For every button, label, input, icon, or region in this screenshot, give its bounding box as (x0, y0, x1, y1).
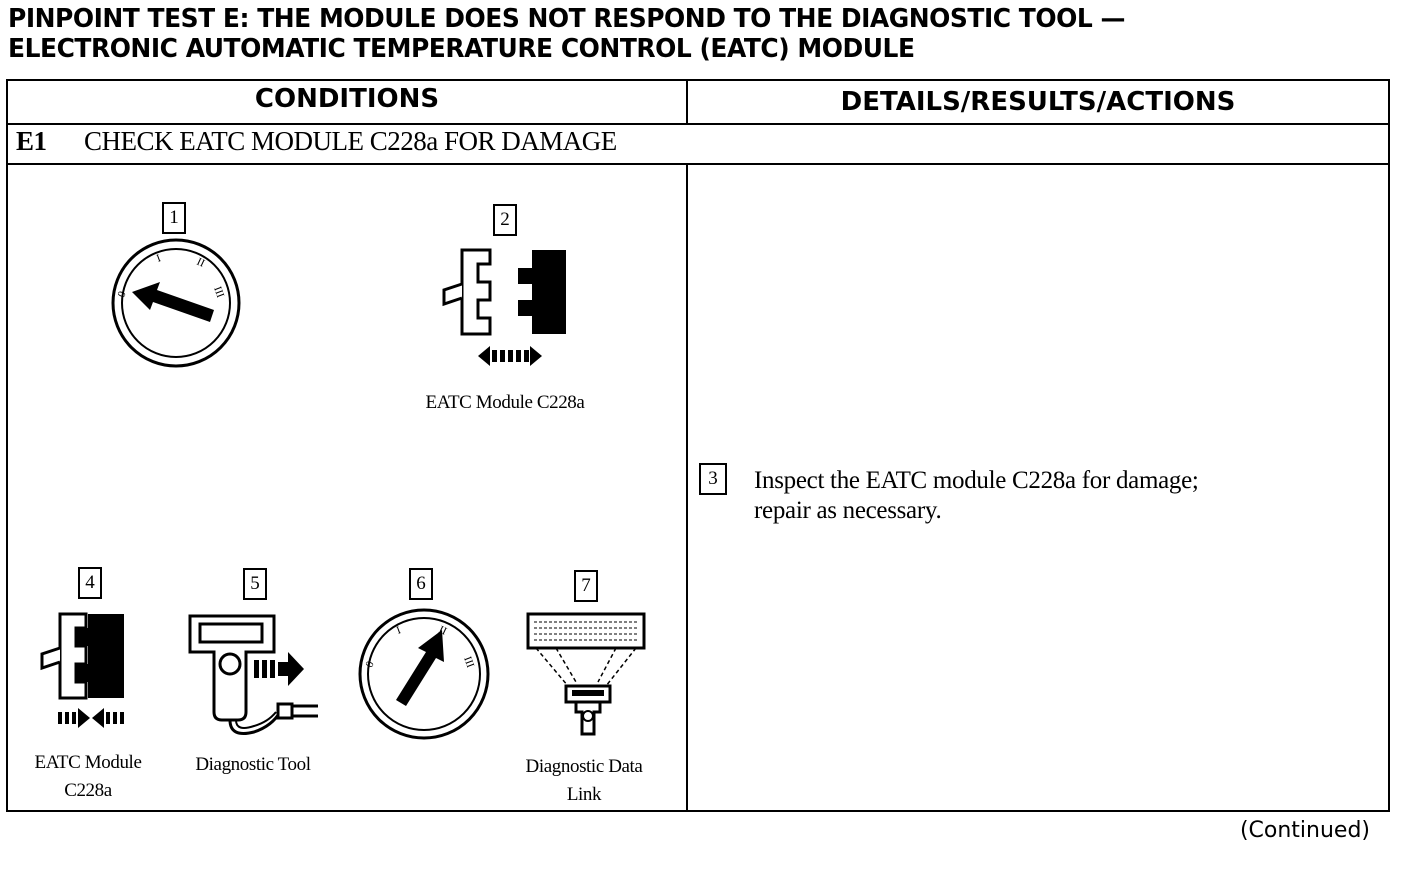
dial-label-off: 0 (116, 289, 129, 299)
action-text-line2: repair as necessary. (754, 497, 942, 524)
caption-eatc-module-line2: C228a (64, 780, 112, 801)
connector-connect-icon (40, 612, 124, 728)
step-number-5: 5 (243, 568, 267, 600)
caption-eatc-module-c228a: EATC Module C228a (425, 392, 585, 413)
pinpoint-table (6, 79, 1390, 812)
step-number-7: 7 (574, 570, 598, 602)
column-divider-top (686, 81, 688, 123)
step-title: CHECK EATC MODULE C228a FOR DAMAGE (84, 126, 617, 156)
step-number-6: 6 (409, 568, 433, 600)
dial-label-start-2: III (461, 655, 476, 670)
step-id: E1 (16, 126, 47, 156)
dial-label-off-2: 0 (364, 659, 377, 669)
details-header: DETAILS/RESULTS/ACTIONS (840, 87, 1236, 117)
caption-diagnostic-data-link-line2: Link (566, 784, 602, 805)
step-number-1: 1 (162, 202, 186, 234)
diagnostic-data-link-icon (526, 612, 646, 736)
caption-diagnostic-tool: Diagnostic Tool (195, 754, 311, 775)
step-number-4: 4 (78, 567, 102, 599)
page-title-line1: PINPOINT TEST E: THE MODULE DOES NOT RES… (8, 4, 1125, 34)
diagnostic-tool-icon (188, 614, 318, 735)
step-number-3: 3 (699, 463, 727, 495)
action-text-line1: Inspect the EATC module C228a for damage… (754, 467, 1199, 494)
connector-disconnect-icon (442, 248, 566, 366)
header-divider (8, 123, 1388, 125)
dial-label-start: III (211, 285, 226, 300)
step-number-2: 2 (493, 204, 517, 236)
dial-label-acc: I (155, 252, 163, 265)
page-title-line2: ELECTRONIC AUTOMATIC TEMPERATURE CONTROL… (8, 34, 915, 64)
caption-diagnostic-data-link-line1: Diagnostic Data (525, 756, 643, 777)
ignition-switch-run-icon: 0 I II III (358, 608, 490, 740)
continued-label: (Continued) (1239, 818, 1370, 843)
ignition-switch-off-icon: 0 I II III (111, 238, 241, 368)
caption-eatc-module-line1: EATC Module (34, 752, 142, 773)
step-divider (8, 163, 1388, 165)
dial-label-acc-2: I (395, 624, 403, 637)
column-divider-body (686, 165, 688, 810)
conditions-header: CONDITIONS (254, 84, 440, 114)
